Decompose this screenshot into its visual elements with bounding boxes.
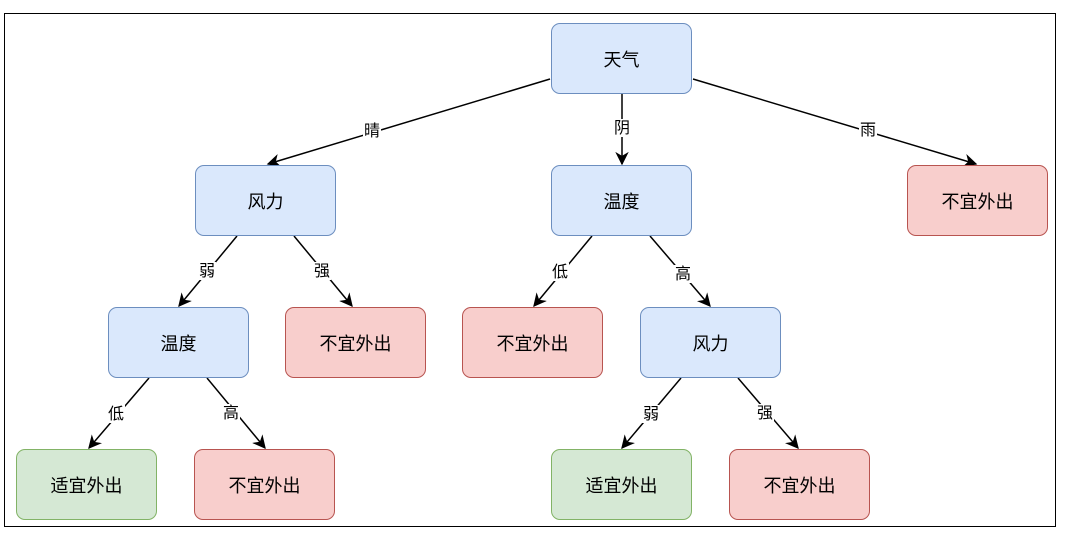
node-temperature-weak-wind: 温度: [108, 307, 249, 378]
edge-sunny: [266, 78, 551, 167]
edge-label-strong2: 强: [755, 403, 775, 422]
edge-label-weak2: 弱: [641, 404, 661, 423]
edge-label-low1: 低: [550, 262, 570, 281]
node-not-suitable-strong-wind-2: 不宜外出: [729, 449, 870, 520]
edge-label-rain: 雨: [858, 120, 878, 139]
diagram-frame: [4, 13, 1056, 527]
edge-rain: [692, 78, 978, 167]
node-not-suitable-strong-wind: 不宜外出: [285, 307, 426, 378]
edge-label-high1: 高: [673, 264, 693, 283]
node-not-suitable-rain: 不宜外出: [907, 165, 1048, 236]
edge-label-low2: 低: [106, 404, 126, 423]
node-not-suitable-low-temp: 不宜外出: [462, 307, 603, 378]
edge-label-strong1: 强: [312, 261, 332, 280]
node-wind-sunny: 风力: [195, 165, 336, 236]
node-weather: 天气: [551, 23, 692, 94]
node-not-suitable-high-temp: 不宜外出: [194, 449, 335, 520]
node-suitable-low-temp: 适宜外出: [16, 449, 157, 520]
node-suitable-weak-wind: 适宜外出: [551, 449, 692, 520]
edge-label-high2: 高: [221, 403, 241, 422]
edge-label-sunny: 晴: [362, 121, 382, 140]
edge-label-cloudy: 阴: [612, 118, 632, 137]
node-temperature-cloudy: 温度: [551, 165, 692, 236]
edge-label-weak1: 弱: [197, 261, 217, 280]
node-wind-high-temp: 风力: [640, 307, 781, 378]
